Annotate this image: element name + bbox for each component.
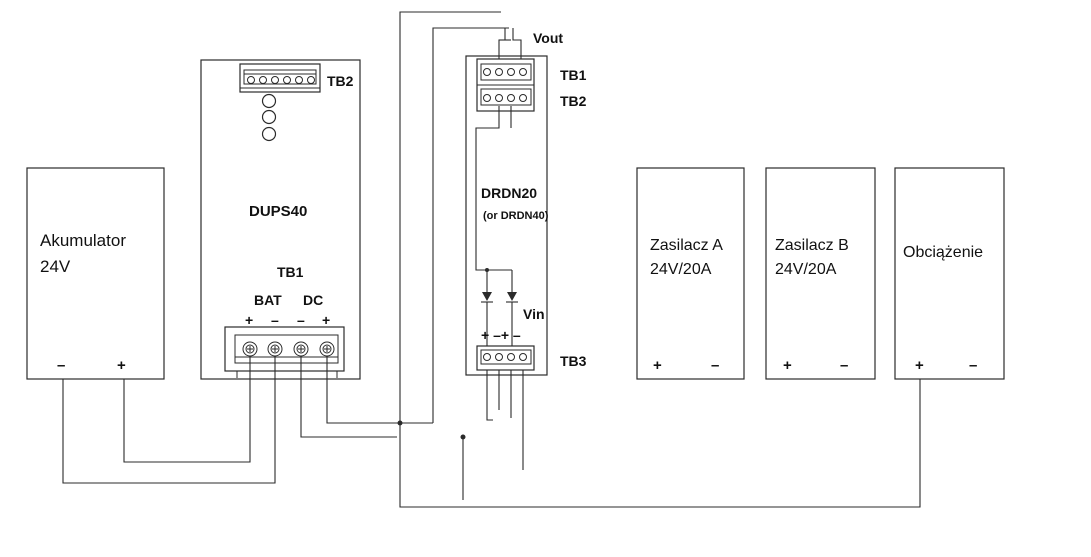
wiring [62, 11, 921, 508]
drdn-tb3-label: TB3 [560, 353, 587, 369]
zasilacz-a-plus: + [653, 357, 662, 374]
zasilacz-a-psu: Zasilacz A 24V/20A + – [636, 167, 745, 380]
diode-1-icon [482, 292, 492, 301]
drdn-tb1-label: TB1 [560, 67, 587, 83]
zasilacz-b-minus: – [840, 357, 848, 374]
dups-led-indicators [261, 93, 277, 142]
dups-pol-1: + [245, 312, 253, 328]
drdn20-module: Vout TB1 TB2 DRDN20 (or DRDN40) Vin + –+… [465, 30, 587, 376]
wire-battery-plus [123, 356, 251, 463]
dups-model-name: DUPS40 [249, 203, 307, 220]
zasilacz-b-rating: 24V/20A [775, 261, 837, 278]
akumulator-battery: Akumulator 24V – + [26, 167, 165, 380]
wire-dups-dc-plus [326, 356, 433, 424]
obciazenie-plus: + [915, 357, 924, 374]
zasilacz-a-minus: – [711, 357, 719, 374]
wire-vout-plus [399, 11, 501, 423]
drdn-internal-circuit [475, 106, 518, 347]
obciazenie-label: Obciążenie [903, 244, 983, 261]
drdn-tb3-polarity: + –+ – [481, 327, 521, 343]
wire-vout-minus [432, 27, 509, 423]
diode-2-icon [507, 292, 517, 301]
dups-tb2-label: TB2 [327, 73, 354, 89]
zasilacz-b-psu: Zasilacz B 24V/20A + – [765, 167, 876, 380]
dups-tb1-label: TB1 [277, 264, 304, 280]
drdn-tb1-tb2-terminal [476, 58, 535, 112]
drdn-vout-label: Vout [533, 30, 563, 46]
dups40-module: TB2 DUPS40 TB1 BAT DC + – – + [200, 59, 361, 380]
obciazenie-minus: – [969, 357, 977, 374]
akumulator-plus: + [117, 357, 126, 374]
dups-pol-2: – [271, 312, 279, 328]
dups-pol-3: – [297, 312, 305, 328]
dups-tb1-terminal [224, 326, 345, 378]
zasilacz-a-label: Zasilacz A [650, 237, 723, 254]
zasilacz-a-rating: 24V/20A [650, 261, 712, 278]
wire-dups-dc-minus [300, 356, 397, 438]
dups-tb2-terminal [239, 63, 321, 93]
drdn-tb2-label: TB2 [560, 93, 587, 109]
akumulator-minus: – [57, 357, 65, 374]
dups-dc-label: DC [303, 292, 323, 308]
drdn-vin-label: Vin [523, 306, 545, 322]
obciazenie-load: Obciążenie + – [894, 167, 1005, 380]
akumulator-label: Akumulator [40, 231, 126, 250]
drdn-model-alt: (or DRDN40) [483, 210, 549, 222]
akumulator-voltage: 24V [40, 257, 71, 276]
zasilacz-b-plus: + [783, 357, 792, 374]
wire-psu-a-plus [486, 370, 493, 421]
zasilacz-b-label: Zasilacz B [775, 237, 849, 254]
drdn-model-name: DRDN20 [481, 185, 537, 201]
drdn-tb3-terminal [476, 345, 535, 371]
dups-pol-4: + [322, 312, 330, 328]
dups-bat-label: BAT [254, 292, 282, 308]
wire-battery-minus [62, 356, 276, 484]
